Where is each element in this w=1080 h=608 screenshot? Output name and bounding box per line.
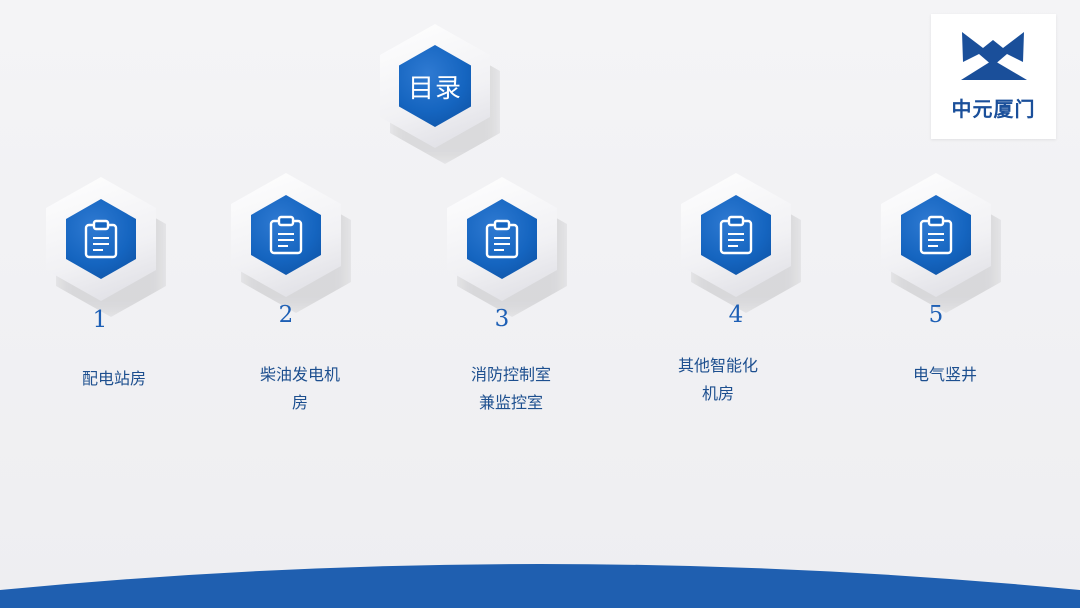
page-title: 目录 bbox=[407, 73, 462, 104]
toc-item-3-number: 3 bbox=[494, 306, 510, 332]
title-hexagon: 目录 bbox=[380, 24, 500, 164]
toc-item-1-number: 1 bbox=[92, 307, 108, 333]
toc-item-3-label[interactable]: 消防控制室 兼监控室 bbox=[451, 361, 571, 417]
label-line: 机房 bbox=[701, 384, 734, 403]
logo-mark-icon bbox=[961, 32, 1027, 80]
toc-item-1-label[interactable]: 配电站房 bbox=[54, 365, 174, 393]
label-line: 配电站房 bbox=[81, 369, 146, 388]
toc-item-2-hexagon[interactable] bbox=[231, 173, 351, 313]
toc-item-4-label[interactable]: 其他智能化 机房 bbox=[658, 352, 778, 408]
toc-item-2-number: 2 bbox=[278, 302, 294, 328]
label-line: 兼监控室 bbox=[478, 393, 543, 412]
toc-item-3-hexagon[interactable] bbox=[447, 177, 567, 317]
toc-item-4-number: 4 bbox=[728, 302, 744, 328]
toc-item-5-label[interactable]: 电气竖井 bbox=[885, 361, 1005, 389]
toc-item-5-number: 5 bbox=[928, 302, 944, 328]
toc-item-2-label[interactable]: 柴油发电机 房 bbox=[240, 361, 360, 417]
label-line: 消防控制室 bbox=[470, 365, 551, 384]
clipboard-icon bbox=[701, 195, 771, 275]
label-line: 电气竖井 bbox=[912, 365, 977, 384]
label-line: 其他智能化 bbox=[677, 356, 758, 375]
label-line: 柴油发电机 bbox=[259, 365, 340, 384]
toc-item-5-hexagon[interactable] bbox=[881, 173, 1001, 313]
label-line: 房 bbox=[291, 393, 308, 412]
logo-text: 中元厦门 bbox=[951, 97, 1036, 121]
company-logo: 中元厦门 bbox=[931, 14, 1056, 139]
toc-item-4-hexagon[interactable] bbox=[681, 173, 801, 313]
clipboard-icon bbox=[901, 195, 971, 275]
toc-item-1-hexagon[interactable] bbox=[46, 177, 166, 317]
